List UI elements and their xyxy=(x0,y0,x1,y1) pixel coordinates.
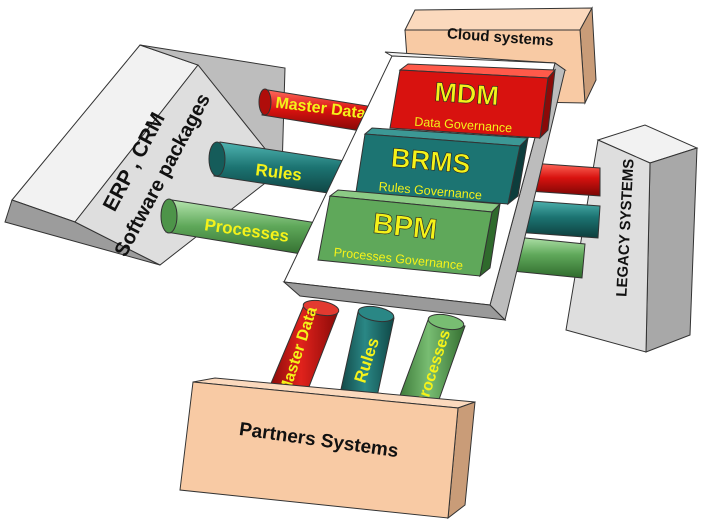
bpm-title: BPM xyxy=(371,208,438,247)
partners-systems-box: Partners Systems xyxy=(179,377,476,520)
brms-block: BRMS Rules Governance xyxy=(355,127,530,206)
mdm-title: MDM xyxy=(433,77,499,111)
legacy-systems-box: LEGACY SYSTEMS xyxy=(565,124,699,353)
pipe-rules-left: Rules xyxy=(208,141,366,199)
bpm-block: BPM Processes Governance xyxy=(317,189,502,278)
mdm-block: MDM Data Governance xyxy=(389,63,557,140)
pipe-processes-left: Processes xyxy=(160,198,331,259)
brms-title: BRMS xyxy=(390,143,472,180)
pipe-master-data-left: Master Data xyxy=(258,88,381,135)
mdm-subtitle: Data Governance xyxy=(414,115,513,136)
